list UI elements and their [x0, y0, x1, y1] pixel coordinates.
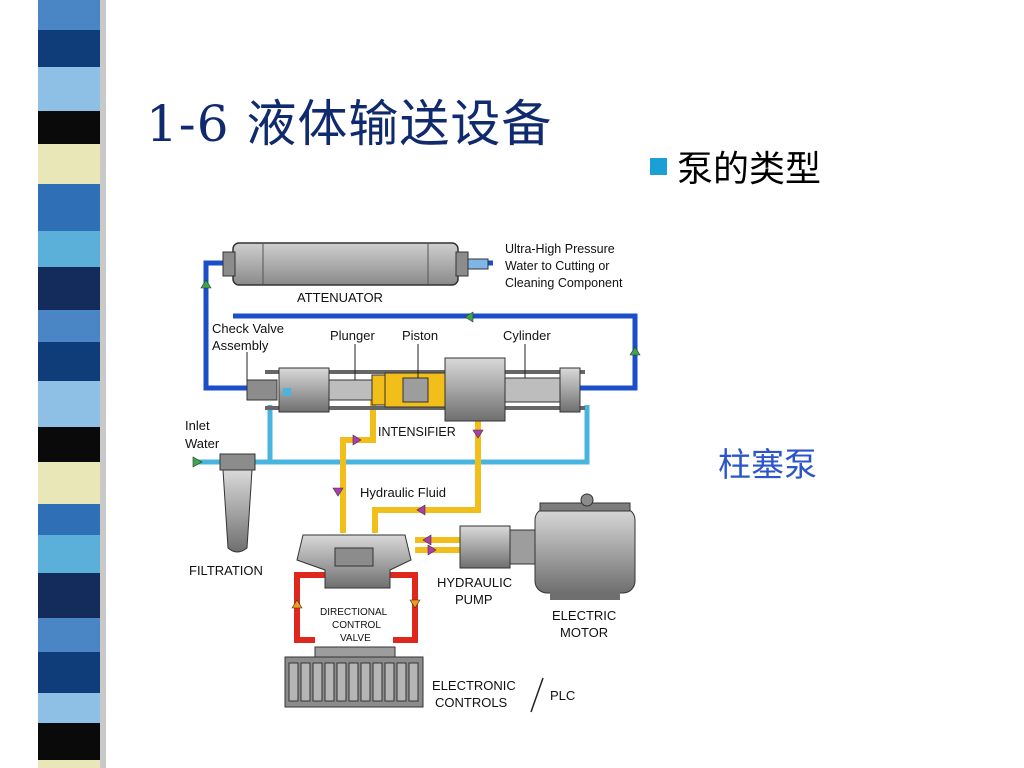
inlet-water-label-line-1: Inlet: [185, 418, 210, 433]
plc-divider: [530, 677, 544, 713]
piston-label: Piston: [402, 328, 438, 343]
outlet-label-line-1: Ultra-High Pressure: [505, 242, 615, 256]
electronic-controls-bank: [284, 646, 424, 708]
pump-caption: 柱塞泵: [718, 445, 817, 484]
electric-motor-label-line-2: MOTOR: [560, 625, 608, 640]
inlet-water-label-line-2: Water: [185, 436, 220, 451]
intensifier-label: INTENSIFIER: [378, 425, 456, 439]
plc-label: PLC: [550, 688, 575, 703]
plunger-pump-diagram: ATTENUATOR Ultra-High Pressure Water to …: [185, 242, 641, 713]
attenuator-vessel: [222, 242, 489, 286]
intensifier-unit: [246, 357, 585, 422]
check-valve-label-line-2: Assembly: [212, 338, 269, 353]
cylinder-label: Cylinder: [503, 328, 551, 343]
filtration-label: FILTRATION: [189, 563, 263, 578]
plunger-label: Plunger: [330, 328, 375, 343]
directional-valve-block: [296, 534, 412, 589]
hydraulic-pump-label-line-2: PUMP: [455, 592, 493, 607]
electronic-controls-label-line-1: ELECTRONIC: [432, 678, 516, 693]
hydraulic-pump: [459, 525, 541, 569]
flow-arrow-icons: [192, 279, 641, 609]
bullet-item: 泵的类型: [650, 140, 821, 192]
attenuator-label: ATTENUATOR: [297, 290, 383, 305]
bullet-text: 泵的类型: [677, 149, 822, 190]
outlet-label-line-2: Water to Cutting or: [505, 259, 609, 273]
check-valve-label-line-1: Check Valve: [212, 321, 284, 336]
square-bullet-icon: [650, 157, 667, 175]
directional-valve-label-line-1: DIRECTIONAL: [320, 607, 388, 618]
electric-motor: [534, 493, 636, 600]
electric-motor-label-line-1: ELECTRIC: [552, 608, 616, 623]
filtration-unit: [219, 453, 256, 553]
hydraulic-fluid-label: Hydraulic Fluid: [360, 485, 446, 500]
electronic-controls-label-line-2: CONTROLS: [435, 695, 508, 710]
decorative-stripe-band: [0, 0, 106, 768]
outlet-label-line-3: Cleaning Component: [505, 276, 623, 290]
directional-valve-label-line-2: CONTROL: [332, 620, 381, 631]
directional-valve-label-line-3: VALVE: [340, 633, 371, 644]
slide-title: 1-6 液体输送设备: [146, 95, 553, 153]
hydraulic-pump-label-line-1: HYDRAULIC: [437, 575, 512, 590]
